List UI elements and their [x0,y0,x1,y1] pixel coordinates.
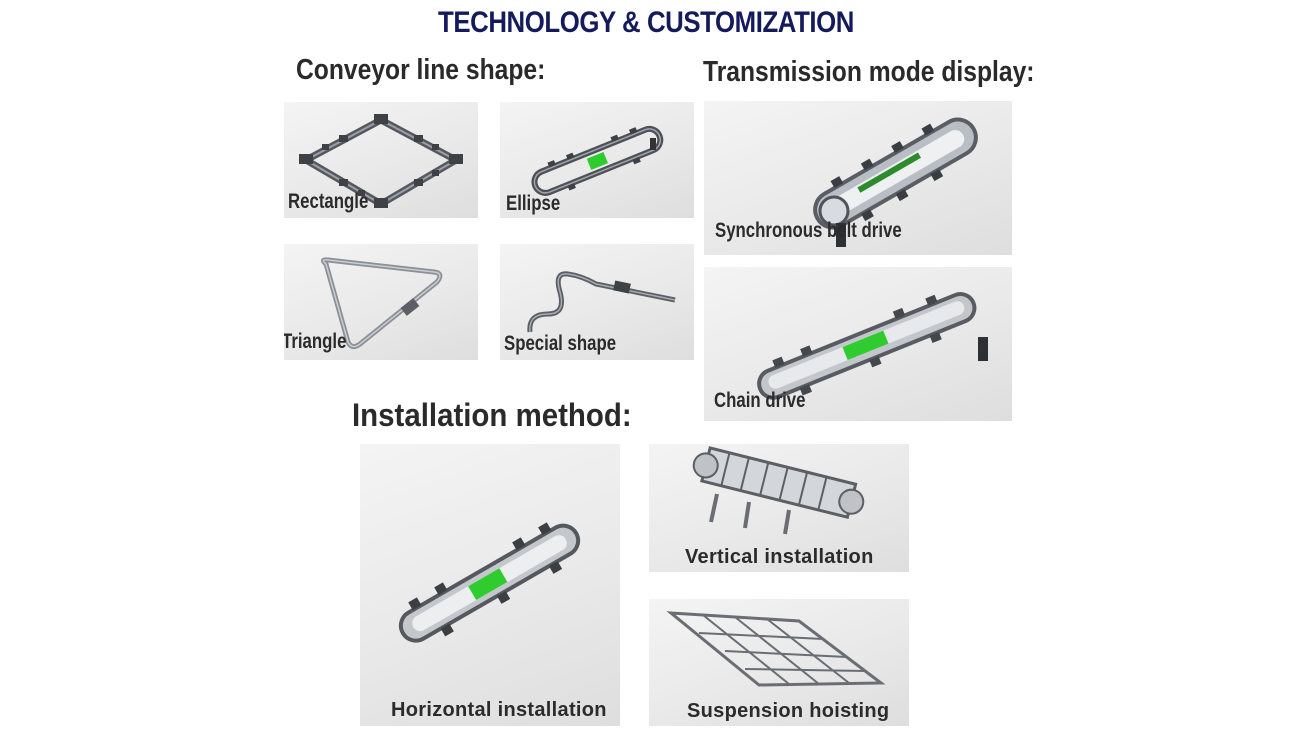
transmission-heading: Transmission mode display: [703,56,1035,88]
horizontal-installation-image: Horizontal installation [360,444,620,726]
shape-label: Ellipse [506,192,561,215]
rectangle-shape-image: Rectangle [284,102,478,218]
chain-drive-image: Chain drive [704,267,1012,421]
suspension-hoisting-image: Suspension hoisting [649,599,909,726]
installation-label: Vertical installation [685,546,874,568]
drive-label: Synchronous belt drive [715,219,902,242]
vertical-installation-image: Vertical installation [649,444,909,572]
installation-label: Suspension hoisting [687,700,890,722]
synchronous-belt-drive-image: Synchronous belt drive [704,101,1012,255]
drive-label: Chain drive [714,389,806,412]
shape-label: Triangle [284,330,347,353]
installation-heading: Installation method: [352,397,632,433]
special-shape-image: Special shape [500,244,694,360]
triangle-shape-image: Triangle [284,244,478,360]
installation-label: Horizontal installation [391,699,607,721]
page-title: TECHNOLOGY & CUSTOMIZATION [438,6,854,39]
shape-label: Special shape [504,332,617,355]
conveyor-shape-heading: Conveyor line shape: [296,54,546,86]
ellipse-shape-image: Ellipse [500,102,694,218]
shape-label: Rectangle [288,190,369,213]
